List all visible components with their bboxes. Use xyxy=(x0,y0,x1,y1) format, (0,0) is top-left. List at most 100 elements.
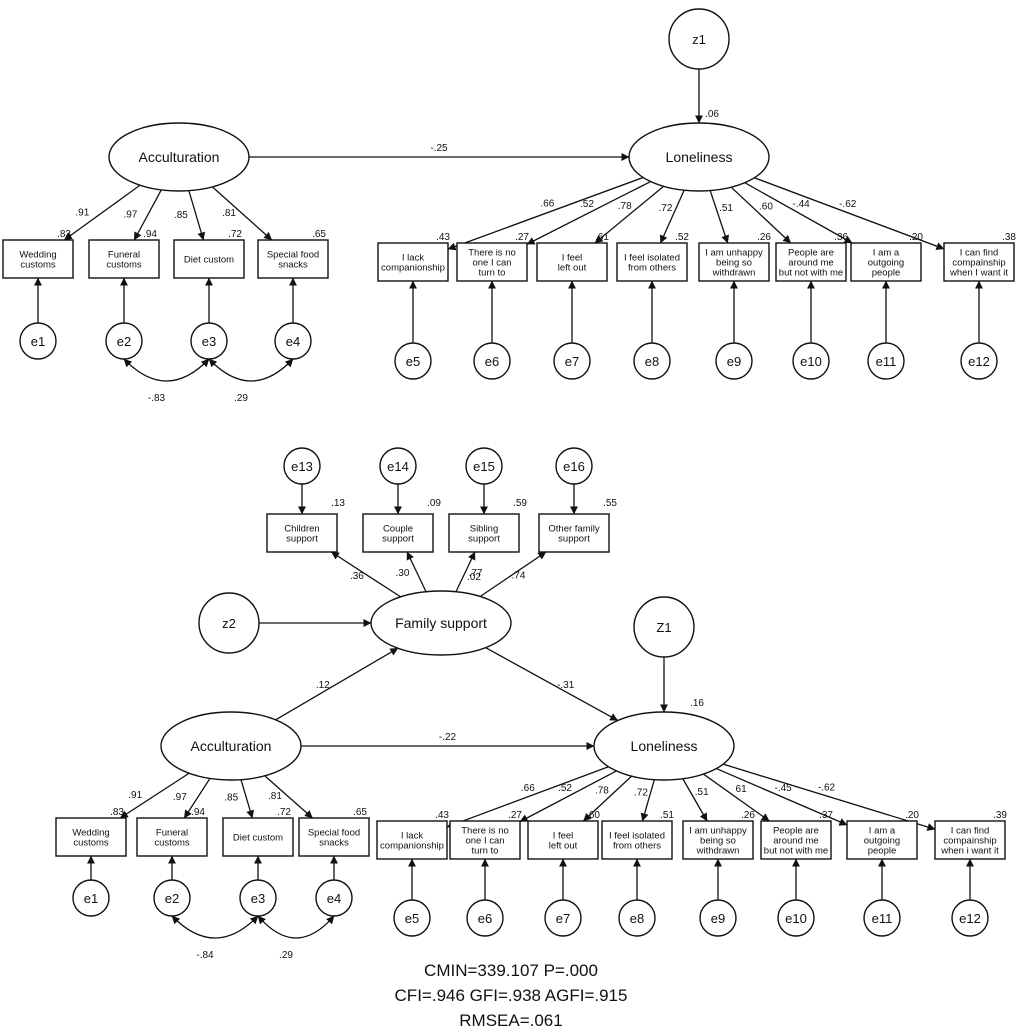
m2-acc-indicator-box-label: Funeral xyxy=(156,828,188,839)
m2-acc-indicator-box-label: Wedding xyxy=(72,828,109,839)
m2-lon-indicator-box xyxy=(760,820,832,860)
m2-lon-indicator-box-label: being so xyxy=(700,836,736,847)
m1-covariance-arc xyxy=(208,358,294,382)
m1-acc-r2-label: .94 xyxy=(143,229,157,240)
m2-lon-r2-label: .20 xyxy=(905,810,919,821)
m1-lon-indicator-box-label: There is no xyxy=(468,248,516,259)
m2-acc-indicator-box-label: customs xyxy=(73,838,109,849)
m1-lon-loading-label: .78 xyxy=(618,201,632,212)
m1-lon-indicator-box-label: being so xyxy=(716,258,752,269)
m2-acculturation-ellipse-label: Acculturation xyxy=(191,738,272,754)
m2-lon-r2-label: .60 xyxy=(586,810,600,821)
m2-acc-loading-label: .85 xyxy=(224,793,238,804)
m2-lon-r2-label: .27 xyxy=(508,810,522,821)
m2-lon-indicator-box xyxy=(449,820,521,860)
m2-lon-indicator-box-label: compainship xyxy=(943,836,996,847)
m2-lon-loading-arrow xyxy=(703,773,770,822)
m2-lon-loading-arrow xyxy=(446,766,609,829)
m1-error-circle-e5-label: e5 xyxy=(406,354,420,369)
m2-covariance-label: -.84 xyxy=(196,950,214,961)
m2-error-circle-e4 xyxy=(315,879,353,917)
m2-error-circle-e9 xyxy=(699,899,737,937)
m1-lon-loading-label: -.44 xyxy=(792,199,810,210)
m1-lon-indicator-box-label: left out xyxy=(558,263,587,274)
m2-error-circle-e2-label: e2 xyxy=(165,891,179,906)
m1-lon-indicator-box-label: I lack xyxy=(402,253,424,264)
m1-acc-r2-label: .72 xyxy=(228,229,242,240)
m1-lon-r2-label: .20 xyxy=(909,232,923,243)
m2-lon-loading-label: .51 xyxy=(695,787,709,798)
m1-lon-indicator-box-label: but not with me xyxy=(779,268,843,279)
m1-covariance-label: .29 xyxy=(234,393,248,404)
m2-lon-loading-label: .78 xyxy=(595,785,609,796)
m1-acc-indicator-box xyxy=(88,239,160,279)
m2-covariance-arc xyxy=(171,915,259,939)
m1-error-circle-e11-label: e11 xyxy=(876,354,897,369)
m1-error-circle-e2 xyxy=(105,322,143,360)
m1-loneliness-ellipse-label: Loneliness xyxy=(666,149,733,165)
m2-error-circle-e15-label: e15 xyxy=(473,459,495,474)
m2-acc-r2-label: .72 xyxy=(277,807,291,818)
m1-covariance-arc xyxy=(123,358,210,382)
m2-error-circle-e12-label: e12 xyxy=(959,911,981,926)
m2-lon-loading-arrow xyxy=(722,763,936,831)
fit-index-line: CFI=.946 GFI=.938 AGFI=.915 xyxy=(395,986,628,1005)
m2-lon-loading-arrow xyxy=(582,775,633,822)
m2-acc-indicator-box-label: snacks xyxy=(319,838,349,849)
m1-error-circle-e3-label: e3 xyxy=(202,334,216,349)
m2-covariance-label: .29 xyxy=(279,950,293,961)
m2-lon-indicator-box-label: but not with me xyxy=(764,846,828,857)
m1-lon-loading-label: .52 xyxy=(580,199,594,210)
m1-lon-indicator-box-label: from others xyxy=(628,263,676,274)
m2-error-circle-e15 xyxy=(465,447,503,485)
m2-error-circle-e5 xyxy=(393,899,431,937)
m1-lon-indicator-box-label: I can find xyxy=(960,248,999,259)
m1-acc-indicator-box xyxy=(173,239,245,279)
m2-error-circle-e1-label: e1 xyxy=(84,891,98,906)
m2-lon-indicator-box-label: I am a xyxy=(869,826,896,837)
m2-family-lon-path-label: -.31 xyxy=(557,680,575,691)
m1-error-circle-e12 xyxy=(960,342,998,380)
m2-acculturation-ellipse xyxy=(160,711,302,781)
m1-lon-indicator-box-label: I feel isolated xyxy=(624,253,680,264)
m1-acc-indicator-box xyxy=(2,239,74,279)
m1-acc-lon-path-label: -.25 xyxy=(430,143,448,154)
m1-lon-loading-arrow xyxy=(447,176,644,251)
m2-family-support-ellipse-label: Family support xyxy=(395,615,487,631)
m2-error-circle-e12 xyxy=(951,899,989,937)
m2-lon-indicator-box-label: People are xyxy=(773,826,819,837)
m1-lon-indicator-box xyxy=(536,242,608,282)
m2-lon-loading-label: -.45 xyxy=(775,783,793,794)
m2-lon-indicator-box xyxy=(601,820,673,860)
m2-lon-loading-arrow xyxy=(716,767,848,826)
m2-acc-r2-label: .65 xyxy=(353,807,367,818)
m1-acc-loading-label: .81 xyxy=(222,208,236,219)
m2-acc-indicator-box-label: Special food xyxy=(308,828,360,839)
m2-family-indicator-box xyxy=(448,513,520,553)
m2-acc-lon-path-label: -.22 xyxy=(439,732,457,743)
m2-family-r2-label: .13 xyxy=(331,498,345,509)
m1-lon-indicator-box-label: companionship xyxy=(381,263,445,274)
m1-lon-indicator-box-label: turn to xyxy=(479,268,506,279)
m2-error-circle-e5-label: e5 xyxy=(405,911,419,926)
m2-family-lon-path-arrow xyxy=(485,647,619,722)
m1-acculturation-ellipse-label: Acculturation xyxy=(139,149,220,165)
m2-acc-family-path-arrow xyxy=(275,647,399,721)
m1-lon-r2-label: .36 xyxy=(834,232,848,243)
m2-acc-indicator-box xyxy=(136,817,208,857)
m2-family-indicator-box xyxy=(266,513,338,553)
edge-layer xyxy=(34,69,983,939)
m2-error-circle-e16-label: e16 xyxy=(563,459,585,474)
m1-acc-r2-label: .83 xyxy=(57,229,71,240)
m2-family-loading-arrow xyxy=(406,551,427,593)
m1-error-circle-e2-label: e2 xyxy=(117,334,131,349)
m2-error-circle-e13 xyxy=(283,447,321,485)
m1-error-circle-e10 xyxy=(792,342,830,380)
m2-lon-indicator-box-label: I can find xyxy=(951,826,990,837)
m1-error-circle-e12-label: e12 xyxy=(968,354,990,369)
m2-error-circle-e1 xyxy=(72,879,110,917)
m1-lon-indicator-box-label: outgoing xyxy=(868,258,904,269)
m1-acc-loading-label: .85 xyxy=(174,210,188,221)
m1-error-circle-e1 xyxy=(19,322,57,360)
m2-lon-loading-arrow xyxy=(640,779,655,822)
